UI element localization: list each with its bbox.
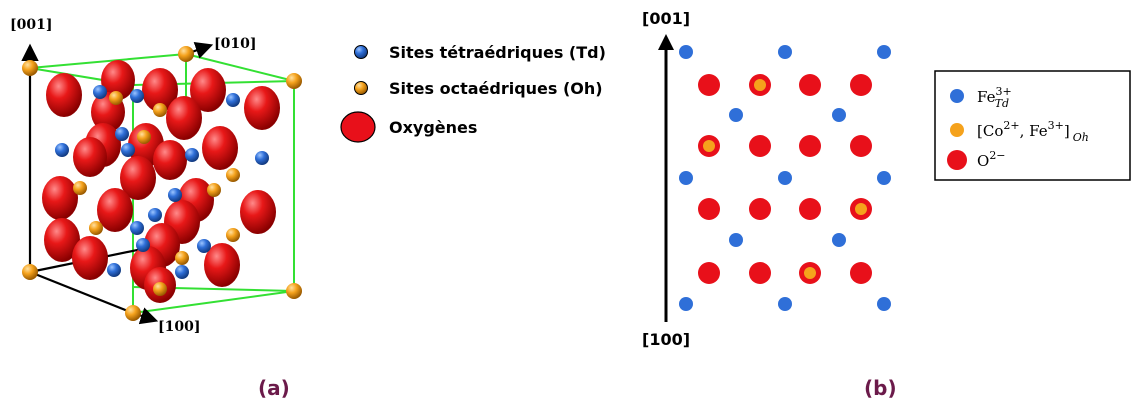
axis-label-100-b: [100] (642, 330, 690, 349)
legend-fe-label: Fe3+Td (977, 85, 1012, 110)
oxygen-site (799, 74, 821, 96)
legend-co-marker (950, 123, 964, 137)
oxygen-site (850, 135, 872, 157)
td-site (877, 297, 891, 311)
oxygen-atoms (42, 60, 280, 303)
axis-label-100-a: [100] (158, 319, 200, 335)
td-site (778, 171, 792, 185)
axis-label-001-a: [001] (10, 17, 52, 33)
oh-site (703, 140, 715, 152)
oxygen-site (799, 135, 821, 157)
oxygen-site (749, 262, 771, 284)
td-site (729, 233, 743, 247)
legend-td-label: Sites tétraédriques (Td) (389, 43, 606, 62)
panel-b: [001] [100] (642, 9, 1131, 400)
legend-fe-marker (950, 89, 964, 103)
legend-a: Sites tétraédriques (Td) Sites octaédriq… (340, 43, 606, 143)
oh-site (804, 267, 816, 279)
legend-o-label: O2− (977, 149, 1006, 170)
oxygen-site (749, 198, 771, 220)
td-site (679, 45, 693, 59)
td-site (729, 108, 743, 122)
legend-oh-marker (354, 81, 368, 95)
legend-td-marker (354, 45, 368, 59)
axis-label-010-a: [010] (214, 36, 256, 52)
td-site (679, 171, 693, 185)
legend-oxygen-marker (340, 111, 376, 143)
legend-o-marker (947, 150, 967, 170)
legend-b-frame (934, 70, 1131, 181)
td-site (778, 45, 792, 59)
td-atoms-3d (55, 85, 269, 279)
axis-arrowhead-b (658, 34, 674, 50)
caption-b: (b) (864, 376, 897, 400)
oh-site (855, 203, 867, 215)
oxygen-site (850, 74, 872, 96)
oxygen-site (698, 198, 720, 220)
oxygen-site (698, 262, 720, 284)
td-site (679, 297, 693, 311)
td-site (832, 108, 846, 122)
td-site (877, 171, 891, 185)
oxygen-site (850, 262, 872, 284)
td-site (778, 297, 792, 311)
caption-a: (a) (258, 376, 290, 400)
panel-a: [001] [010] [100] Sites tétraédriques (T… (10, 17, 606, 400)
legend-b: Fe3+Td [Co2+, Fe3+]Oh O2− (934, 70, 1131, 181)
axis-label-001-b: [001] (642, 9, 690, 28)
oxygen-site (749, 135, 771, 157)
legend-oxygen-label: Oxygènes (389, 118, 477, 137)
oxygen-site (799, 198, 821, 220)
oxygen-site (698, 74, 720, 96)
td-site (877, 45, 891, 59)
oh-atoms-3d (22, 46, 302, 321)
legend-oh-label: Sites octaédriques (Oh) (389, 79, 603, 98)
oh-site (754, 79, 766, 91)
projection-grid (679, 45, 891, 311)
legend-co-label: [Co2+, Fe3+]Oh (977, 119, 1089, 144)
td-site (832, 233, 846, 247)
